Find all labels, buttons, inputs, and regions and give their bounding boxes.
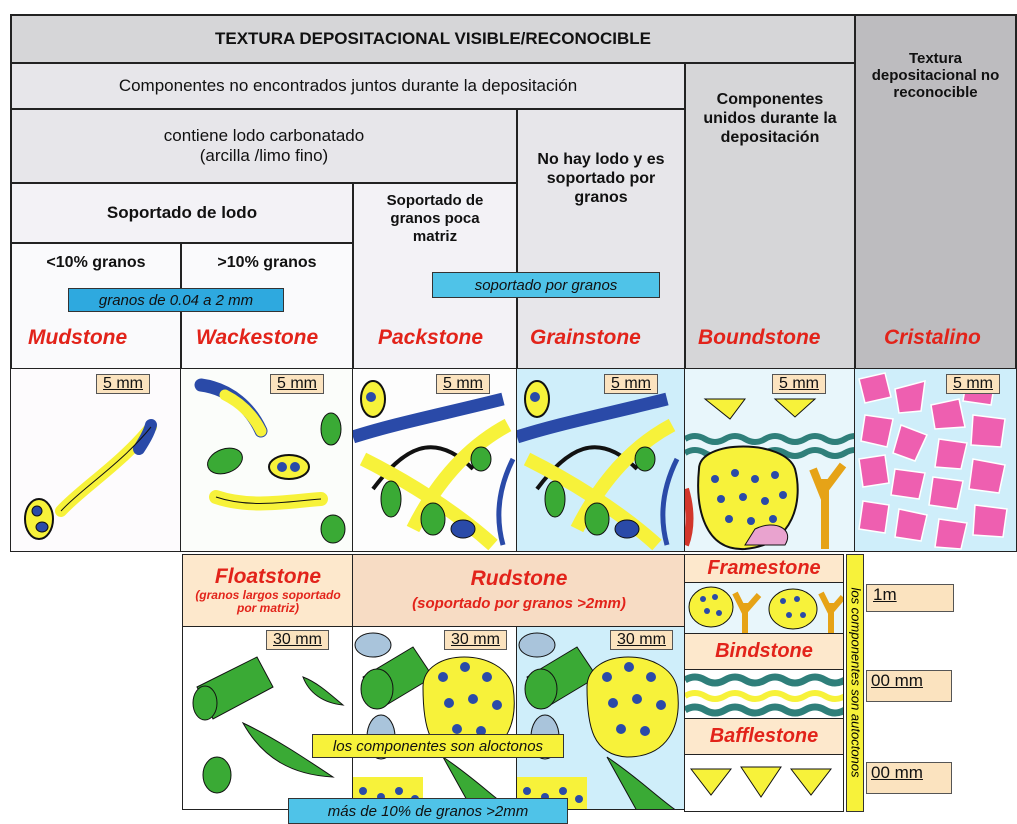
rudstone-illustration-1 [353, 632, 515, 809]
boundstone-illustration [685, 398, 855, 551]
panel-cristalino [854, 368, 1017, 552]
rudstone-sub: (soportado por granos >2mm) [412, 595, 626, 612]
header-mud-label: contiene lodo carbonatado (arcilla /limo… [163, 126, 365, 165]
scale-100mm-2: 00 mm [866, 762, 952, 794]
floatstone-illustration [192, 656, 345, 794]
rudstone-name: Rudstone [470, 567, 568, 590]
tag-more-than-10-label: más de 10% de granos >2mm [327, 802, 529, 820]
rock-name-mudstone: Mudstone [28, 326, 128, 349]
header-together: Componentes unidos durante la depositaci… [684, 62, 856, 370]
panel-grainstone [516, 368, 686, 552]
bindstone-illustration [685, 673, 843, 717]
floatstone-sub: (granos largos soportado por matriz) [195, 588, 341, 615]
cristalino-illustration [858, 372, 1008, 550]
tag-autochthonous-label: los componentes son autoctonos [848, 587, 864, 778]
scale-floatstone: 30 mm [266, 630, 329, 650]
scale-packstone: 5 mm [436, 374, 490, 394]
bafflestone-name: Bafflestone [685, 718, 843, 755]
scale-wackestone: 5 mm [270, 374, 324, 394]
header-unrecognizable: Textura depositacional no reconocible [854, 14, 1017, 370]
header-visible: TEXTURA DEPOSITACIONAL VISIBLE/RECONOCIB… [10, 14, 856, 64]
panel-floatstone [182, 626, 354, 810]
rudstone-header: Rudstone (soportado por granos >2mm) [352, 554, 686, 628]
header-visible-label: TEXTURA DEPOSITACIONAL VISIBLE/RECONOCIB… [214, 29, 652, 48]
header-mud-supported-label: Soportado de lodo [106, 203, 258, 222]
tag-grain-size: granos de 0.04 a 2 mm [68, 288, 284, 312]
tag-grain-size-label: granos de 0.04 a 2 mm [98, 291, 254, 309]
header-no-mud-label: No hay lodo y es soportado por granos [537, 151, 665, 206]
header-no-mud: No hay lodo y es soportado por granos [516, 108, 686, 370]
scale-boundstone: 5 mm [772, 374, 826, 394]
bafflestone-illustration [689, 766, 833, 798]
tag-more-than-10: más de 10% de granos >2mm [288, 798, 568, 824]
scale-1m: 1m [866, 584, 954, 612]
scale-rudstone-1: 30 mm [444, 630, 507, 650]
tag-grain-supported-label: soportado por granos [474, 276, 618, 294]
mudstone-illustration [24, 419, 157, 540]
rock-name-cristalino: Cristalino [884, 326, 981, 349]
header-mud: contiene lodo carbonatado (arcilla /limo… [10, 108, 518, 184]
scale-cristalino: 5 mm [946, 374, 1000, 394]
panel-rudstone-1 [352, 626, 518, 810]
packstone-illustration [353, 380, 516, 551]
header-not-together: Componentes no encontrados juntos durant… [10, 62, 686, 110]
framestone-illustration [685, 583, 843, 633]
tag-allochthonous: los componentes son aloctonos [312, 734, 564, 758]
bindstone-name: Bindstone [685, 633, 843, 670]
header-lt10-label: <10% granos [46, 254, 146, 271]
rock-name-grainstone: Grainstone [530, 326, 641, 349]
header-together-label: Componentes unidos durante la depositaci… [703, 91, 837, 146]
framestone-block: Framestone Bindstone Bafflestone [684, 554, 844, 812]
header-unrecognizable-label: Textura depositacional no reconocible [871, 50, 1000, 101]
scale-100mm-1: 00 mm [866, 670, 952, 702]
scale-rudstone-2: 30 mm [610, 630, 673, 650]
panel-packstone [352, 368, 518, 552]
tag-allochthonous-label: los componentes son aloctonos [332, 737, 544, 755]
scale-grainstone: 5 mm [604, 374, 658, 394]
header-gt10-label: >10% granos [217, 254, 317, 271]
header-grain-supported-matrix-label: Soportado de granos poca matriz [386, 192, 484, 245]
panel-wackestone [180, 368, 354, 552]
rock-name-wackestone: Wackestone [196, 326, 319, 349]
panel-mudstone [10, 368, 182, 552]
rock-name-boundstone: Boundstone [698, 326, 821, 349]
panel-rudstone-2 [516, 626, 686, 810]
floatstone-header: Floatstone (granos largos soportado por … [182, 554, 354, 628]
wackestone-illustration [194, 378, 346, 544]
floatstone-name: Floatstone [214, 565, 322, 588]
rock-name-packstone: Packstone [378, 326, 484, 349]
header-not-together-label: Componentes no encontrados juntos durant… [118, 76, 578, 95]
tag-grain-supported: soportado por granos [432, 272, 660, 298]
tag-autochthonous: los componentes son autoctonos [846, 554, 864, 812]
grainstone-illustration [517, 380, 680, 551]
panel-boundstone [684, 368, 856, 552]
rudstone-illustration-2 [517, 632, 679, 809]
framestone-name: Framestone [685, 555, 843, 583]
scale-mudstone: 5 mm [96, 374, 150, 394]
header-mud-supported: Soportado de lodo [10, 182, 354, 244]
